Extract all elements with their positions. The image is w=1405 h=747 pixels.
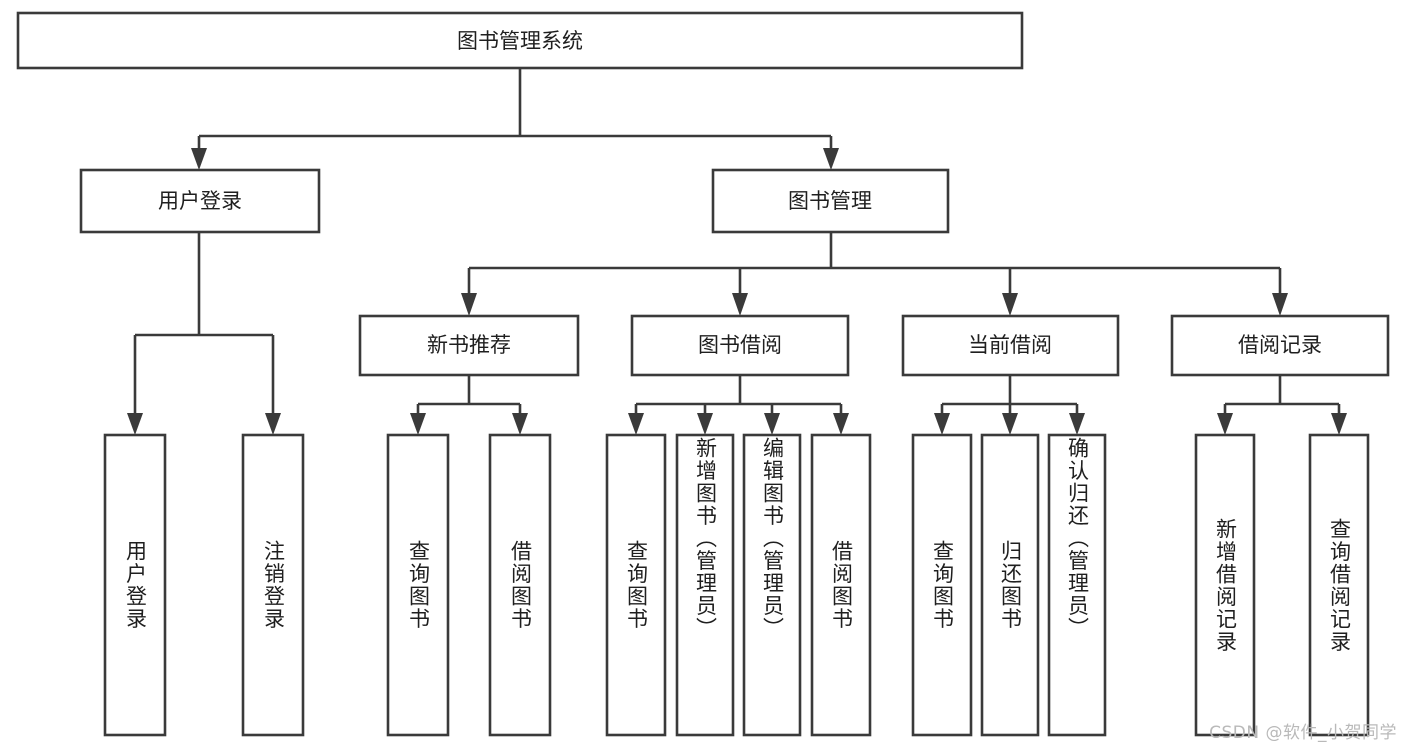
leaf-box-borrow-record-2[interactable]	[1308, 433, 1370, 737]
leaf-box-user-login-2[interactable]	[241, 433, 305, 737]
leaf-box-new-book-2[interactable]	[488, 433, 552, 737]
arrow-current-borrow-leaf-3	[1069, 413, 1085, 435]
node-user-login-label: 用户登录	[158, 189, 242, 213]
arrow-current-borrow-leaf-2	[1002, 413, 1018, 435]
node-user-login-box[interactable]	[79, 168, 321, 234]
node-current-borrow[interactable]: 当前借阅	[901, 314, 1120, 377]
node-book-manage[interactable]: 图书管理	[711, 168, 950, 234]
arrow-book-borrow-leaf-1	[628, 413, 644, 435]
leaf-box-book-borrow-2[interactable]	[675, 433, 735, 737]
node-root-box[interactable]	[16, 11, 1024, 70]
node-new-book-box[interactable]	[358, 314, 580, 377]
node-borrow-record[interactable]: 借阅记录	[1170, 314, 1390, 377]
leaf-box-book-borrow-1[interactable]	[605, 433, 667, 737]
node-root[interactable]: 图书管理系统	[16, 11, 1024, 70]
node-borrow-record-box[interactable]	[1170, 314, 1390, 377]
arrow-current-borrow-leaf-1	[934, 413, 950, 435]
leaf-box-book-borrow-4[interactable]	[810, 433, 872, 737]
leaf-box-book-borrow-3[interactable]	[742, 433, 802, 737]
arrow-user-login-leaf-2	[265, 413, 281, 435]
arrow-to-current-borrow	[1002, 293, 1018, 316]
arrow-book-borrow-leaf-3	[764, 413, 780, 435]
leaf-box-current-borrow-2[interactable]	[980, 433, 1040, 737]
arrow-new-book-leaf-1	[410, 413, 426, 435]
node-book-borrow[interactable]: 图书借阅	[630, 314, 850, 377]
arrow-new-book-leaf-2	[512, 413, 528, 435]
arrow-borrow-record-leaf-1	[1217, 413, 1233, 435]
node-book-borrow-label: 图书借阅	[698, 333, 782, 357]
leaf-box-group	[103, 433, 1370, 737]
node-book-manage-label: 图书管理	[788, 189, 872, 213]
node-book-borrow-box[interactable]	[630, 314, 850, 377]
arrow-borrow-record-leaf-2	[1331, 413, 1347, 435]
node-user-login[interactable]: 用户登录	[79, 168, 321, 234]
arrow-user-login-leaf-1	[127, 413, 143, 435]
node-book-manage-box[interactable]	[711, 168, 950, 234]
leaf-box-current-borrow-3[interactable]	[1047, 433, 1107, 737]
node-borrow-record-label: 借阅记录	[1238, 333, 1322, 357]
node-current-borrow-box[interactable]	[901, 314, 1120, 377]
arrow-to-book-borrow	[732, 293, 748, 316]
arrow-to-borrow-record	[1272, 293, 1288, 316]
arrow-book-borrow-leaf-4	[833, 413, 849, 435]
node-new-book-label: 新书推荐	[427, 333, 511, 357]
arrow-book-borrow-leaf-2	[697, 413, 713, 435]
leaf-box-new-book-1[interactable]	[386, 433, 450, 737]
csdn-watermark: CSDN @软件_小贺同学	[1209, 723, 1397, 743]
connector-group	[127, 68, 1347, 435]
arrow-to-new-book	[461, 293, 477, 316]
arrow-root-to-book-manage	[823, 148, 839, 170]
leaf-box-borrow-record-1[interactable]	[1194, 433, 1256, 737]
node-new-book[interactable]: 新书推荐	[358, 314, 580, 377]
leaf-box-user-login-1[interactable]	[103, 433, 167, 737]
node-current-borrow-label: 当前借阅	[968, 333, 1052, 357]
leaf-box-current-borrow-1[interactable]	[911, 433, 973, 737]
node-root-label: 图书管理系统	[457, 29, 583, 53]
arrow-root-to-user-login	[191, 148, 207, 170]
